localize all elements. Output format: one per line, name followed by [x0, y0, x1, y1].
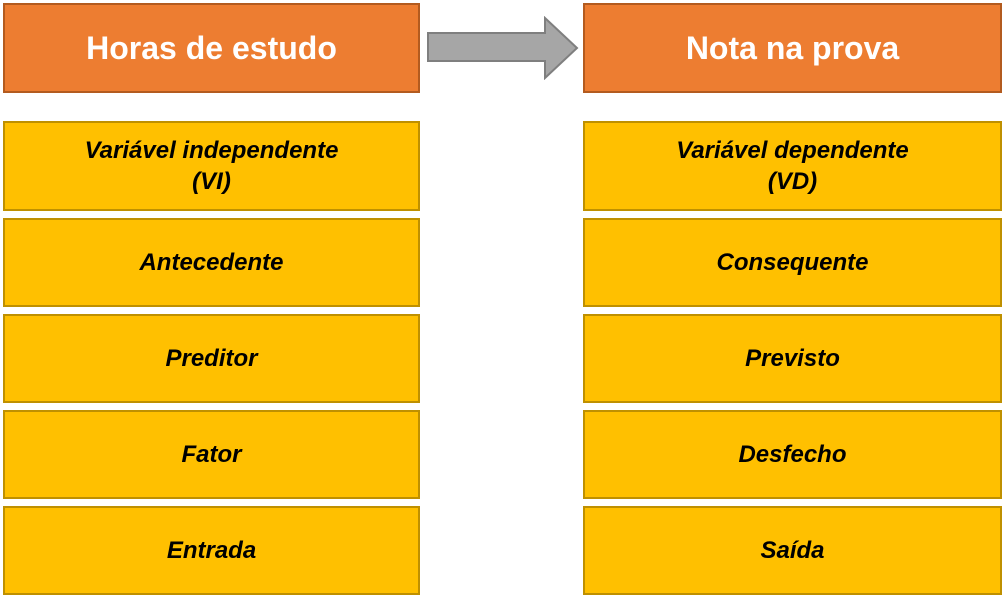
item-previsto: Previsto [583, 314, 1002, 403]
item-variavel-dependente: Variável dependente (VD) [583, 121, 1002, 211]
header-nota-na-prova: Nota na prova [583, 3, 1002, 93]
item-entrada: Entrada [3, 506, 420, 595]
item-desfecho: Desfecho [583, 410, 1002, 499]
column-dependent-variable: Nota na prova Variável dependente (VD) C… [583, 3, 1002, 595]
column-independent-variable: Horas de estudo Variável independente (V… [3, 3, 420, 595]
item-variavel-independente: Variável independente (VI) [3, 121, 420, 211]
item-preditor: Preditor [3, 314, 420, 403]
right-arrow-icon [427, 16, 579, 80]
item-fator: Fator [3, 410, 420, 499]
header-horas-de-estudo: Horas de estudo [3, 3, 420, 93]
item-saida: Saída [583, 506, 1002, 595]
item-consequente: Consequente [583, 218, 1002, 307]
item-antecedente: Antecedente [3, 218, 420, 307]
